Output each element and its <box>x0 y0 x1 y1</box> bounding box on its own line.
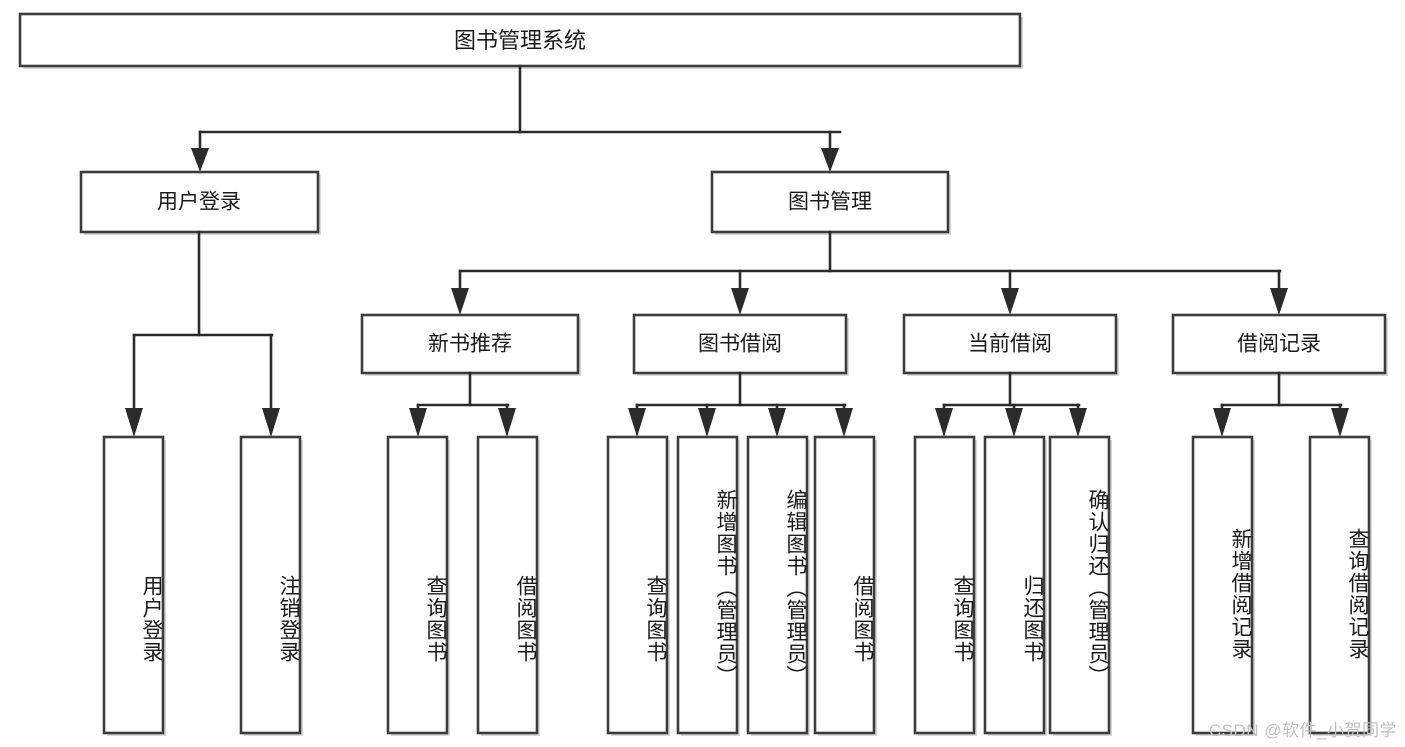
leaf-node-user-logout[interactable] <box>239 435 303 736</box>
leaf-node-user-login[interactable] <box>102 435 166 736</box>
leaf-node-query-book-3[interactable] <box>913 435 977 736</box>
node-user-login[interactable]: 用户登录 <box>79 170 321 235</box>
leaf-query-book-3-box <box>913 435 976 735</box>
connector-borrow-record-to-leaves <box>1213 371 1349 437</box>
leaf-query-book-2-box <box>606 435 669 735</box>
leaf-node-query-book-1[interactable] <box>386 435 450 736</box>
node-book-borrow[interactable]: 图书借阅 <box>632 313 849 376</box>
leaf-return-book-box <box>983 435 1046 735</box>
current-borrow-box <box>902 313 1118 375</box>
borrow-record-box <box>1171 313 1387 375</box>
root-box <box>18 12 1022 68</box>
leaf-borrow-book-1-box <box>476 435 539 735</box>
connector-current-borrow-to-leaves <box>935 371 1087 437</box>
borrow-record-label: 借阅记录 <box>1237 333 1321 356</box>
arrow-to-leaf-borrow-book-2 <box>835 408 853 437</box>
arrow-to-leaf-add-record <box>1213 408 1231 437</box>
leaf-user-logout-box <box>239 435 302 735</box>
new-book-rec-label: 新书推荐 <box>428 333 512 356</box>
arrow-to-leaf-edit-book <box>768 408 786 437</box>
arrow-to-book-borrow <box>731 288 749 315</box>
node-root[interactable]: 图书管理系统 <box>18 12 1023 69</box>
root-label: 图书管理系统 <box>454 28 586 53</box>
book-borrow-label: 图书借阅 <box>698 333 782 356</box>
node-current-borrow[interactable]: 当前借阅 <box>902 313 1119 376</box>
leaf-add-record-box <box>1191 435 1254 735</box>
connector-root-to-level2 <box>191 64 842 172</box>
arrow-to-borrow-record <box>1270 288 1288 315</box>
leaf-confirm-return-box <box>1048 435 1111 735</box>
arrow-to-leaf-borrow-book-1 <box>498 408 516 437</box>
arrow-to-leaf-query-book-3 <box>935 408 953 437</box>
leaf-node-query-book-2[interactable] <box>606 435 670 736</box>
csdn-watermark: CSDN @软件_小贺同学 <box>1208 721 1397 740</box>
connector-book-borrow-to-leaves <box>628 371 853 437</box>
arrow-to-user-login <box>191 148 209 172</box>
leaf-node-add-book[interactable] <box>676 435 740 736</box>
arrow-to-current-borrow <box>1001 288 1019 315</box>
node-book-manage[interactable]: 图书管理 <box>710 170 951 235</box>
current-borrow-label: 当前借阅 <box>968 333 1052 356</box>
user-login-box <box>79 170 320 234</box>
connector-book-manage-to-level3 <box>451 230 1288 315</box>
leaf-node-edit-book[interactable] <box>746 435 810 736</box>
leaf-user-login-box <box>102 435 165 735</box>
arrow-to-leaf-confirm-return <box>1069 408 1087 437</box>
leaf-borrow-book-2-box <box>813 435 876 735</box>
leaf-node-borrow-book-2[interactable] <box>813 435 877 736</box>
leaf-add-book-box <box>676 435 739 735</box>
leaf-node-return-book[interactable] <box>983 435 1047 736</box>
leaf-node-query-record[interactable] <box>1308 435 1372 736</box>
leaf-node-borrow-book-1[interactable] <box>476 435 540 736</box>
arrow-to-leaf-query-book-1 <box>409 408 427 437</box>
connector-user-login-to-leaves <box>125 230 280 437</box>
leaf-query-record-box <box>1308 435 1371 735</box>
arrow-to-book-manage <box>821 148 839 172</box>
arrow-to-leaf-return-book <box>1005 408 1023 437</box>
connector-new-book-rec-to-leaves <box>409 371 516 437</box>
node-borrow-record[interactable]: 借阅记录 <box>1171 313 1388 376</box>
leaf-query-book-1-box <box>386 435 449 735</box>
leaf-edit-book-box <box>746 435 809 735</box>
arrow-to-leaf-user-login <box>125 408 143 437</box>
book-manage-label: 图书管理 <box>788 191 872 214</box>
node-new-book-rec[interactable]: 新书推荐 <box>360 313 581 376</box>
user-login-label: 用户登录 <box>157 191 241 214</box>
arrow-to-leaf-add-book <box>698 408 716 437</box>
arrow-to-new-book-rec <box>451 288 469 315</box>
arrow-to-leaf-query-book-2 <box>628 408 646 437</box>
leaf-node-add-record[interactable] <box>1191 435 1255 736</box>
arrow-to-leaf-query-record <box>1331 408 1349 437</box>
leaf-node-confirm-return[interactable] <box>1048 435 1112 736</box>
arrow-to-leaf-user-logout <box>262 408 280 437</box>
new-book-rec-box <box>360 313 580 375</box>
